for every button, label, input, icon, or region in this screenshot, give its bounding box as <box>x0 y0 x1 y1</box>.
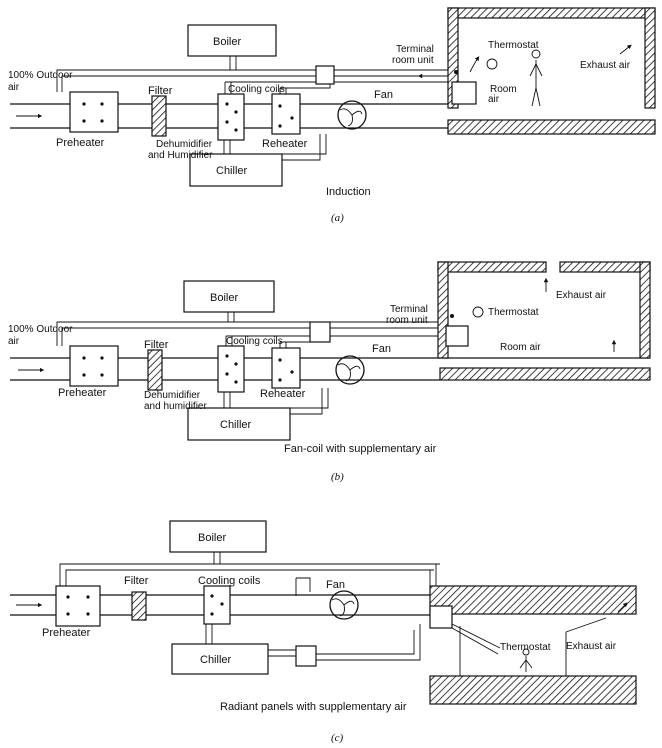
boiler-box <box>183 280 275 313</box>
preheater-label: Preheater <box>56 137 105 149</box>
letter-c: (c) <box>331 732 344 744</box>
room-building <box>447 7 656 135</box>
cooling-coil <box>217 93 245 141</box>
chiller-piping <box>205 620 421 661</box>
reheater-label: Reheater <box>262 138 308 150</box>
room-building <box>437 261 651 381</box>
reheater-label: Reheater <box>260 388 306 400</box>
dehumidifier-label-line1: Dehumidifier <box>144 390 201 401</box>
terminal-label-line1: Terminal <box>396 44 434 55</box>
outdoor-air-label-line2: air <box>8 82 20 93</box>
fan <box>337 100 367 130</box>
terminal-label-line2: room unit <box>392 55 434 66</box>
preheater-label: Preheater <box>42 627 91 639</box>
chiller-label: Chiller <box>200 654 232 666</box>
panel-b-fan-coil: Boiler Chiller 100% Out <box>8 261 651 483</box>
filter <box>151 95 167 137</box>
thermostat-label: Thermostat <box>500 642 551 653</box>
fan-label: Fan <box>372 343 391 355</box>
preheater-label: Preheater <box>58 387 107 399</box>
terminal-label-line2: room unit <box>386 315 428 326</box>
letter-a: (a) <box>331 212 344 224</box>
chiller-box <box>171 643 269 675</box>
boiler-box <box>169 520 267 553</box>
reheater-coil <box>271 93 301 135</box>
filter-label: Filter <box>144 339 169 351</box>
boiler-label: Boiler <box>210 292 238 304</box>
outdoor-air-label-line1: 100% Outdoor <box>8 70 73 81</box>
cooling-coil <box>203 585 231 625</box>
chiller-label: Chiller <box>220 419 252 431</box>
boiler-label: Boiler <box>198 532 226 544</box>
preheater-coil <box>55 585 101 627</box>
outdoor-air-label-line1: 100% Outdoor <box>8 324 73 335</box>
fan-label: Fan <box>326 579 345 591</box>
dehumidifier-label-line2: and humidifier <box>144 401 207 412</box>
filter <box>147 349 163 391</box>
exhaust-air-label: Exhaust air <box>580 60 631 71</box>
exhaust-air-label: Exhaust air <box>566 641 617 652</box>
fan-label: Fan <box>374 89 393 101</box>
control-box <box>309 321 331 343</box>
exhaust-air-label: Exhaust air <box>556 290 607 301</box>
control-box <box>315 65 335 85</box>
panel-c-radiant-panels: Boiler Chiller Filter Cooling coils Fan <box>10 520 637 744</box>
terminal-label-line1: Terminal <box>390 304 428 315</box>
room-air-label-line1: Room <box>490 84 517 95</box>
letter-b: (b) <box>331 471 344 483</box>
reheater-coil <box>271 347 301 389</box>
caption-c: Radiant panels with supplementary air <box>220 701 407 713</box>
filter-label: Filter <box>124 575 149 587</box>
panel-a-induction: Boiler Chiller <box>8 7 656 224</box>
filter-label: Filter <box>148 85 173 97</box>
chiller-label: Chiller <box>216 165 248 177</box>
caption-b: Fan-coil with supplementary air <box>284 443 437 455</box>
cooling-coils-label: Cooling coils <box>198 575 261 587</box>
dehumidifier-label-line2: and Humidifier <box>148 150 213 161</box>
thermostat-label: Thermostat <box>488 307 539 318</box>
fan <box>329 590 359 620</box>
preheater-coil <box>69 91 119 133</box>
cooling-coil <box>217 345 245 393</box>
control-box <box>295 645 317 667</box>
room-building <box>429 585 637 705</box>
boiler-label: Boiler <box>213 36 241 48</box>
fan <box>335 355 365 385</box>
room-air-label: Room air <box>500 342 541 353</box>
room-air-label-line2: air <box>488 94 500 105</box>
dehumidifier-label-line1: Dehumidifier <box>156 139 213 150</box>
filter <box>131 591 147 621</box>
preheater-coil <box>69 345 119 387</box>
thermostat-label: Thermostat <box>488 40 539 51</box>
boiler-box <box>187 24 277 57</box>
outdoor-air-label-line2: air <box>8 336 20 347</box>
caption-a: Induction <box>326 186 371 198</box>
cooling-coils-label: Cooling coils <box>228 84 285 95</box>
cooling-coils-label: Cooling coils <box>226 336 283 347</box>
chiller-box <box>189 153 283 187</box>
chiller-box <box>187 407 291 441</box>
